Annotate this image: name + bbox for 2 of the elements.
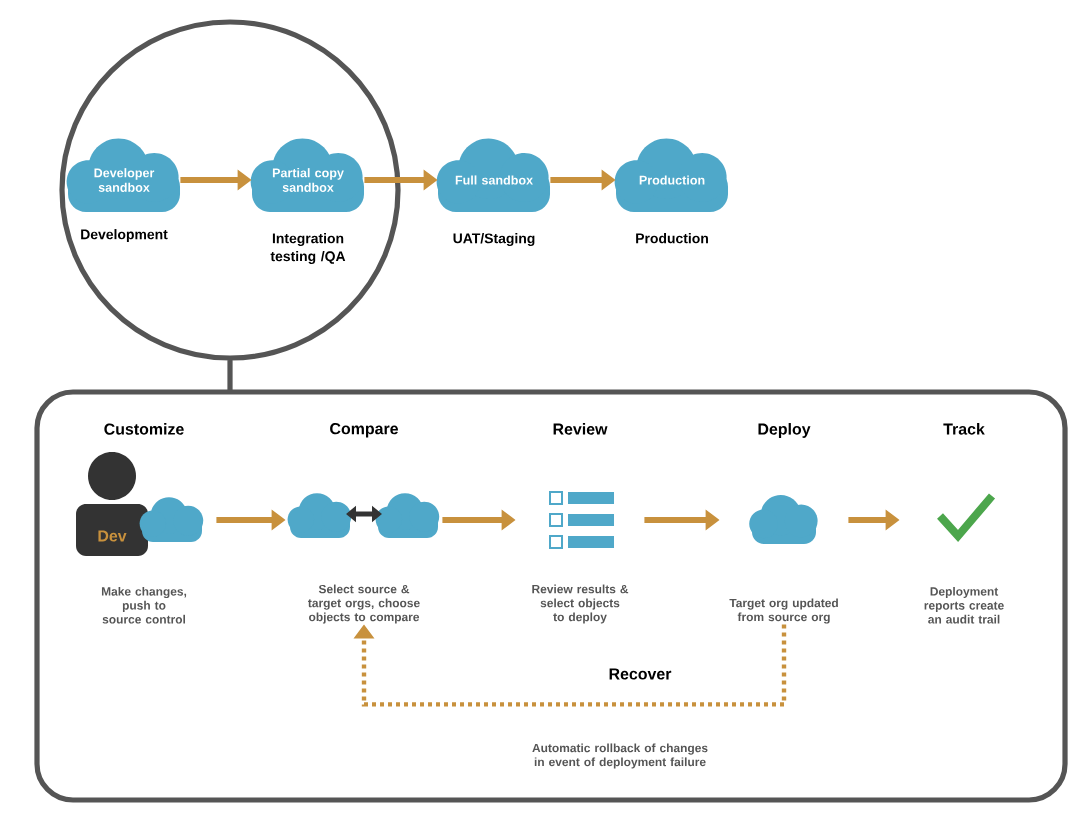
panel-frame <box>34 389 1068 803</box>
arrow <box>353 624 787 707</box>
